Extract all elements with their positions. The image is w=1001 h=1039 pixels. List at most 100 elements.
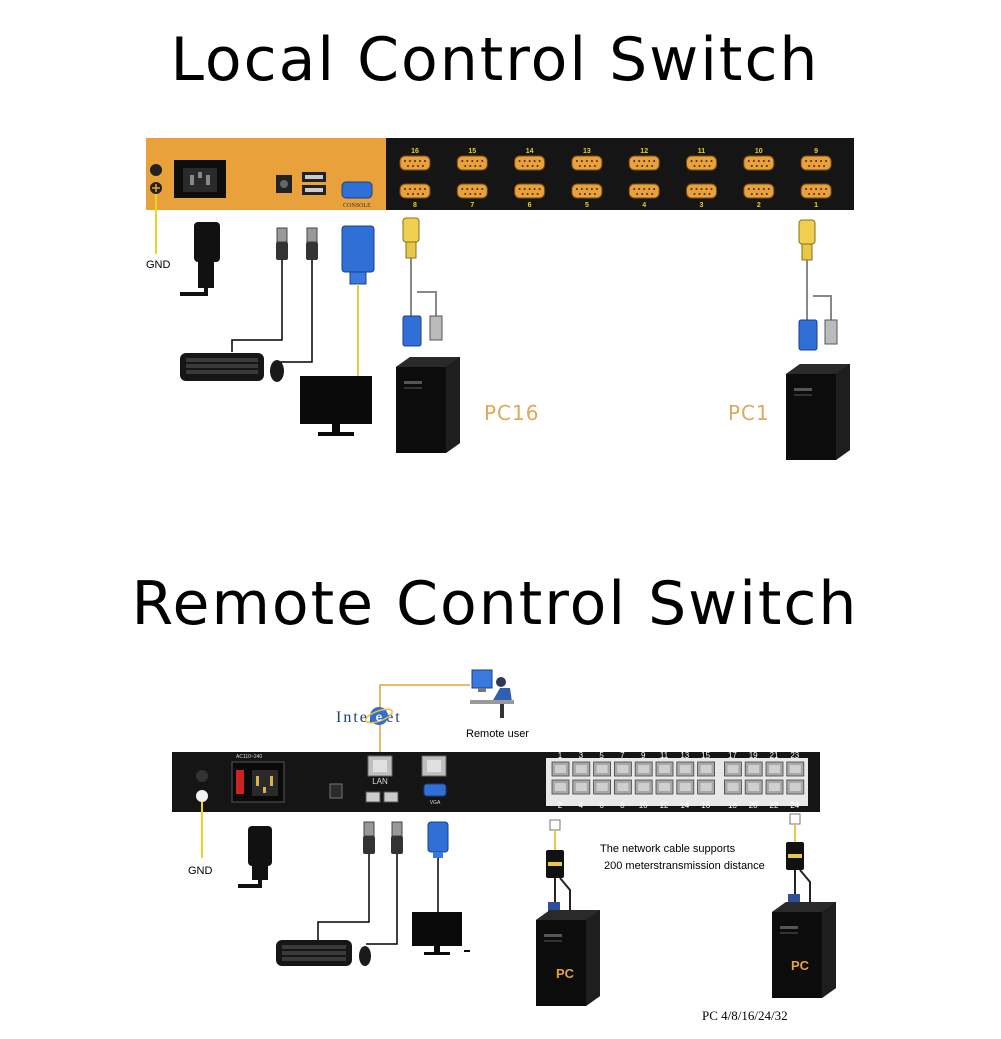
vga-yellow-plug-icon [798, 219, 816, 261]
rj45-port-icon [613, 761, 632, 777]
rj45-port-icon [765, 779, 784, 795]
ground-terminal-icon [150, 164, 162, 176]
vga-label: VGA [430, 800, 441, 806]
vga-usb-adapter-icon [402, 315, 443, 347]
db15-port-icon [571, 155, 603, 171]
vga-usb-adapter-icon [798, 319, 838, 351]
db15-port-icon [399, 155, 431, 171]
db15-port-icon [743, 155, 775, 171]
pc-tower-icon [536, 910, 600, 1006]
port-number-label: 9 [814, 148, 818, 155]
port-number-label: 5 [599, 751, 604, 760]
port-number-label: 13 [680, 751, 689, 760]
port-number-label: 10 [755, 148, 763, 155]
rj45-plug-icon [549, 819, 561, 850]
rj45-port-icon [744, 779, 763, 795]
rj45-port-icon [572, 761, 591, 777]
svg-text:e: e [376, 710, 383, 724]
port-number-label: 8 [620, 801, 625, 810]
port-number-label: 6 [528, 202, 532, 209]
port-number-label: 4 [579, 801, 584, 810]
power-spec-label: AC110~240 [236, 754, 262, 760]
rj45-plug-icon [789, 813, 801, 842]
db15-port-icon [800, 183, 832, 199]
port-number-label: 9 [641, 751, 646, 760]
rj45-port-icon [634, 761, 653, 777]
usb-port-icon [365, 791, 381, 803]
port-number-label: 13 [583, 148, 591, 155]
port-number-label: 16 [701, 801, 710, 810]
internet-wire [379, 684, 470, 752]
port-number-label: 15 [468, 148, 476, 155]
port-number-label: 15 [701, 751, 710, 760]
rj45-port-icon [786, 761, 805, 777]
rj45-port-icon [593, 761, 612, 777]
monitor-icon [300, 376, 372, 436]
ground-screw-icon [196, 790, 208, 802]
port-number-label: 23 [790, 751, 799, 760]
port-number-label: 7 [620, 751, 625, 760]
rj45-port-icon [723, 779, 742, 795]
pc-tower-icon [786, 364, 850, 460]
cable-note-line-2: 200 meterstransmission distance [604, 860, 765, 872]
port-number-label: 14 [680, 801, 689, 810]
rj45-port-icon [697, 779, 716, 795]
rj45-port-icon [676, 761, 695, 777]
port-number-label: 3 [700, 202, 704, 209]
port-number-label: 19 [749, 751, 758, 760]
mouse-cable [280, 260, 313, 363]
console-vga-port-icon [341, 181, 373, 199]
port-number-label: 12 [640, 148, 648, 155]
keyboard-cable [231, 260, 283, 352]
vga-yellow-plug-icon [402, 217, 420, 259]
rj45-port-icon [786, 779, 805, 795]
cable-note-line-1: The network cable supports [600, 843, 736, 855]
mouse-icon [270, 360, 284, 382]
keyboard-icon [180, 353, 264, 381]
rj45-port-icon [655, 761, 674, 777]
port-number-label: 18 [728, 801, 737, 810]
remote-pc-label-1: PC [556, 966, 575, 981]
port-number-label: 5 [585, 202, 589, 209]
usb-plug-icon [390, 821, 404, 855]
local-title: Local Control Switch [171, 25, 820, 95]
rj45-port-icon [765, 761, 784, 777]
db15-port-icon [456, 183, 488, 199]
remote-title: Remote Control Switch [132, 569, 859, 639]
kvm-adapter-icon [546, 850, 564, 878]
rj45-port-icon [593, 779, 612, 795]
port-number-label: 11 [660, 751, 669, 760]
port-number-label: 17 [728, 751, 737, 760]
usb-plug-icon [275, 227, 289, 261]
port-number-label: 3 [579, 751, 584, 760]
vga-plug-icon [341, 225, 375, 285]
mouse-cable [366, 854, 398, 945]
db15-port-icon [686, 183, 717, 199]
port-number-label: 1 [558, 751, 563, 760]
keyboard-icon [276, 940, 352, 966]
db15-port-icon [628, 183, 660, 199]
pc1-label: PC1 [728, 401, 770, 425]
port-number-label: 14 [526, 148, 534, 155]
pc-tower-icon [772, 902, 836, 998]
port-number-label: 16 [411, 148, 419, 155]
remote-pc-label-2: PC [791, 958, 810, 973]
console-label: CONSOLE [343, 203, 371, 209]
port-number-label: 10 [639, 801, 648, 810]
ground-terminal-icon [196, 770, 208, 782]
pc-count-options: PC 4/8/16/24/32 [702, 1008, 788, 1023]
black-port-panel [386, 138, 854, 210]
db15-port-icon [686, 155, 717, 171]
pc-tower-icon [396, 357, 460, 453]
remote-gnd-label: GND [188, 865, 213, 877]
db15-port-icon [514, 183, 546, 199]
port-number-label: 22 [770, 801, 779, 810]
remote-user-label: Remote user [466, 728, 529, 740]
power-cord-icon [180, 222, 220, 296]
rj45-port-icon [744, 761, 763, 777]
rj45-port-icon [655, 779, 674, 795]
db15-port-icon [456, 155, 488, 171]
port-number-label: 8 [413, 202, 417, 209]
port-number-label: 4 [642, 202, 646, 209]
